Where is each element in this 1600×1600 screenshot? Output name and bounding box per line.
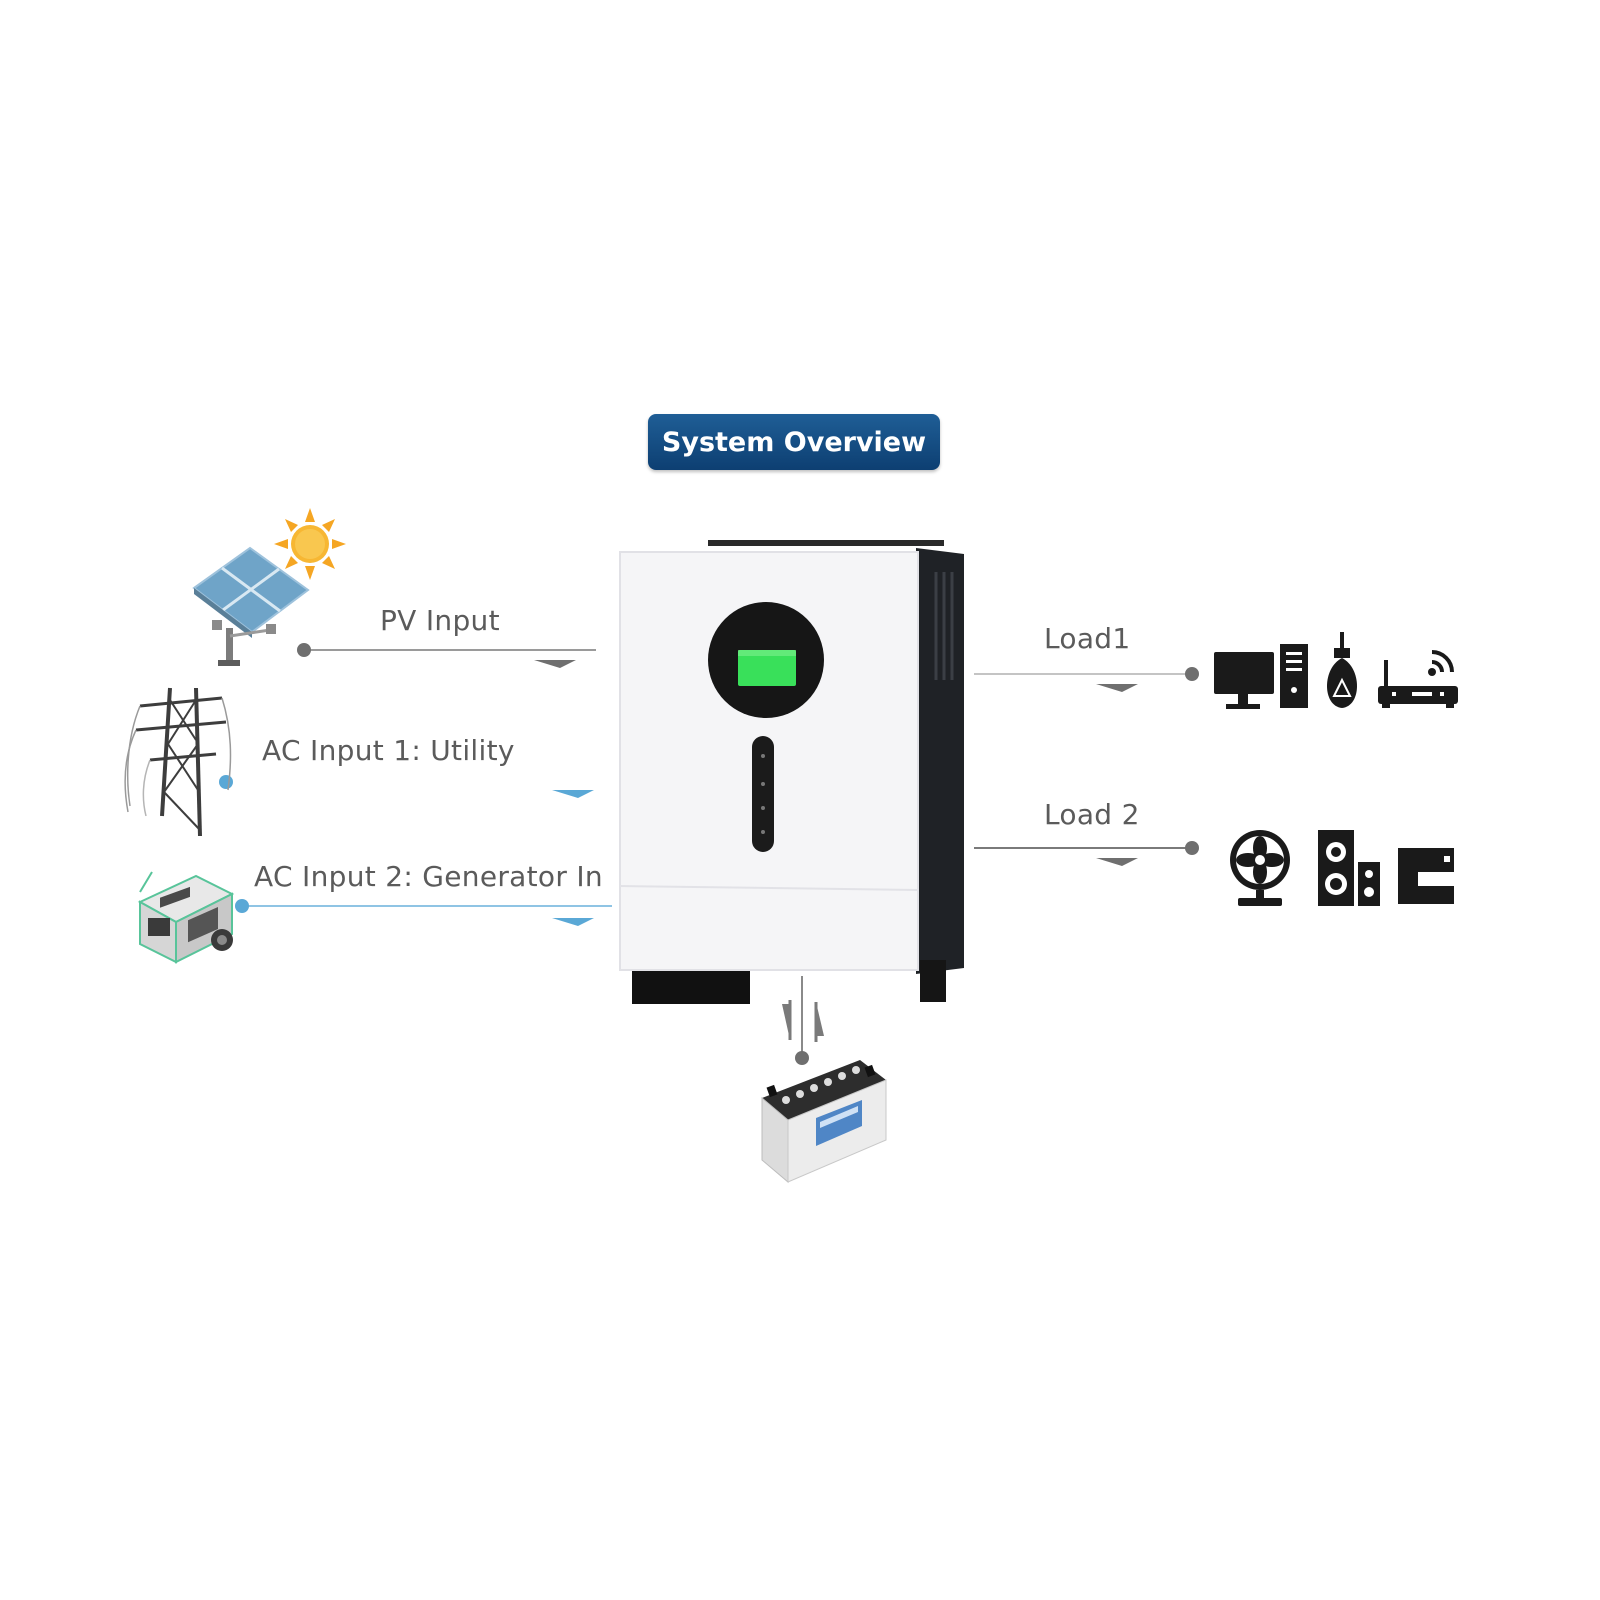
- wifi-router-icon: [1378, 650, 1458, 708]
- solar-panel-icon: [192, 546, 310, 666]
- desktop-computer-icon: [1214, 644, 1308, 709]
- light-bulb-icon: [1327, 632, 1357, 708]
- pv-connection: [297, 643, 596, 668]
- pv-input-label: PV Input: [380, 604, 500, 637]
- coffee-machine-icon: [1398, 848, 1454, 904]
- ac1-connection: [219, 775, 594, 798]
- power-tower-icon: [124, 687, 232, 837]
- battery-connection: [782, 976, 824, 1065]
- title-badge: System Overview: [648, 414, 940, 470]
- ac-input-1-label: AC Input 1: Utility: [262, 734, 515, 767]
- load2-connection: [974, 841, 1199, 866]
- load1-label: Load1: [1044, 622, 1131, 655]
- load1-connection: [974, 667, 1199, 692]
- fan-icon: [1230, 830, 1290, 906]
- speaker-icon: [1318, 830, 1380, 906]
- battery-icon: [761, 1060, 887, 1184]
- generator-icon: [137, 871, 235, 964]
- ac2-connection: [235, 899, 612, 926]
- inverter-icon: [619, 540, 964, 1004]
- load2-label: Load 2: [1044, 798, 1140, 831]
- sun-icon: [274, 508, 346, 580]
- ac-input-2-label: AC Input 2: Generator In: [254, 860, 603, 893]
